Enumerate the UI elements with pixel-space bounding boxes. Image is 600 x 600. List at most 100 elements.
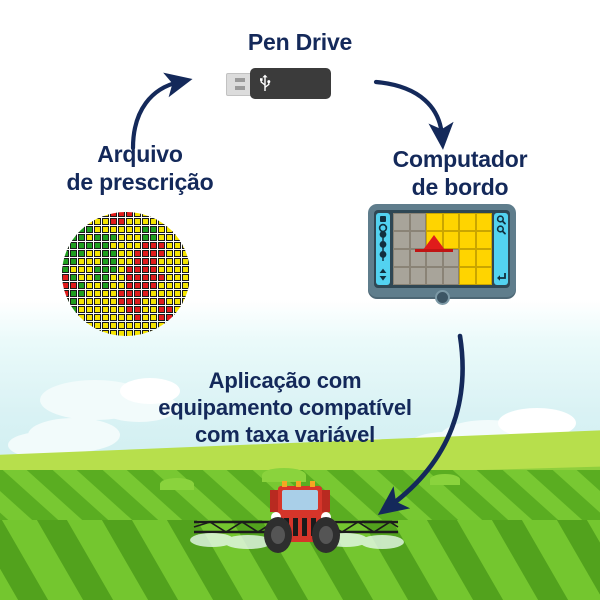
- prescription-cell: [134, 330, 141, 336]
- prescription-cell: [78, 258, 85, 265]
- bush: [430, 474, 460, 485]
- prescription-cell: [86, 212, 93, 217]
- prescription-cell: [70, 282, 77, 289]
- usb-pin: [235, 86, 245, 90]
- prescription-cell: [142, 242, 149, 249]
- prescription-cell: [70, 250, 77, 257]
- prescription-cell: [102, 218, 109, 225]
- prescription-cell: [182, 282, 189, 289]
- prescription-cell: [126, 226, 133, 233]
- prescription-cell: [166, 266, 173, 273]
- prescription-cell: [86, 234, 93, 241]
- prescription-cell: [118, 218, 125, 225]
- prescription-cell: [134, 218, 141, 225]
- prescription-cell: [102, 290, 109, 297]
- left-button-strip[interactable]: [376, 213, 390, 285]
- onboard-computer[interactable]: [368, 204, 516, 306]
- prescription-cell: [182, 226, 189, 233]
- prescription-cell: [78, 290, 85, 297]
- prescription-cell: [70, 266, 77, 273]
- prescription-cell: [102, 306, 109, 313]
- prescription-cell: [110, 274, 117, 281]
- prescription-cell: [126, 234, 133, 241]
- screen-grid-cell: [426, 249, 443, 267]
- prescription-cell: [118, 258, 125, 265]
- prescription-cell: [86, 298, 93, 305]
- prescription-cell: [134, 274, 141, 281]
- prescription-cell: [150, 226, 157, 233]
- prescription-cell: [134, 250, 141, 257]
- prescription-cell: [150, 212, 157, 217]
- prescription-cell: [110, 290, 117, 297]
- prescription-cell: [78, 242, 85, 249]
- computer-screen[interactable]: [393, 213, 492, 285]
- prescription-cell: [166, 322, 173, 329]
- right-button-strip[interactable]: [494, 213, 508, 285]
- prescription-cell: [182, 250, 189, 257]
- prescription-cell: [182, 234, 189, 241]
- prescription-cell: [166, 242, 173, 249]
- prescription-cell: [126, 330, 133, 336]
- right-buttons-icons[interactable]: [494, 213, 508, 285]
- prescription-cell: [142, 306, 149, 313]
- left-buttons-icons[interactable]: [376, 213, 390, 285]
- prescription-map-circle: [62, 212, 190, 336]
- screen-grid-cell: [475, 267, 492, 285]
- screen-grid-cell: [393, 249, 410, 267]
- prescription-cell: [78, 298, 85, 305]
- prescription-cell: [182, 290, 189, 297]
- foreground-stripe: [101, 520, 179, 600]
- label-line: equipamento compatível: [158, 394, 412, 420]
- magnifier-plus-icon: [496, 215, 505, 223]
- prescription-cell: [78, 226, 85, 233]
- prescription-cell: [78, 250, 85, 257]
- prescription-cell: [158, 250, 165, 257]
- prescription-cell: [86, 314, 93, 321]
- sprayer-tractor: [190, 481, 404, 553]
- prescription-cell: [110, 258, 117, 265]
- prescription-cell: [62, 282, 69, 289]
- marker-icon: [379, 231, 387, 241]
- prescription-cell: [78, 212, 85, 217]
- power-knob-icon[interactable]: [435, 290, 450, 305]
- screen-grid-cell: [393, 267, 410, 285]
- prescription-cell: [118, 266, 125, 273]
- prescription-cell: [70, 242, 77, 249]
- prescription-cell: [102, 226, 109, 233]
- prescription-cell: [62, 218, 69, 225]
- prescription-cell: [62, 314, 69, 321]
- prescription-cell: [150, 250, 157, 257]
- prescription-cell: [158, 242, 165, 249]
- prescription-cell: [94, 234, 101, 241]
- screen-grid-cell: [393, 213, 410, 231]
- prescription-cell: [62, 330, 69, 336]
- prescription-cell: [94, 322, 101, 329]
- triangle-up-icon: [379, 268, 387, 273]
- prescription-cell: [62, 242, 69, 249]
- enter-return-icon: [498, 273, 506, 279]
- prescription-cell: [110, 226, 117, 233]
- prescription-cell: [134, 282, 141, 289]
- prescription-cell: [126, 242, 133, 249]
- prescription-cell: [142, 330, 149, 336]
- prescription-cell: [70, 234, 77, 241]
- prescription-cell: [86, 282, 93, 289]
- prescription-cell: [150, 322, 157, 329]
- prescription-cell: [62, 298, 69, 305]
- prescription-cell: [174, 212, 181, 217]
- prescription-cell: [94, 330, 101, 336]
- prescription-cell: [182, 258, 189, 265]
- prescription-cell: [158, 266, 165, 273]
- prescription-cell: [62, 258, 69, 265]
- prescription-cell: [118, 306, 125, 313]
- prescription-cell: [174, 274, 181, 281]
- foreground-stripe: [0, 520, 49, 600]
- prescription-cell: [142, 266, 149, 273]
- prescription-cell: [142, 234, 149, 241]
- prescription-cell: [94, 282, 101, 289]
- prescription-cell: [70, 226, 77, 233]
- prescription-cell: [78, 234, 85, 241]
- prescription-cell: [70, 306, 77, 313]
- prescription-cell: [110, 282, 117, 289]
- prescription-cell: [134, 258, 141, 265]
